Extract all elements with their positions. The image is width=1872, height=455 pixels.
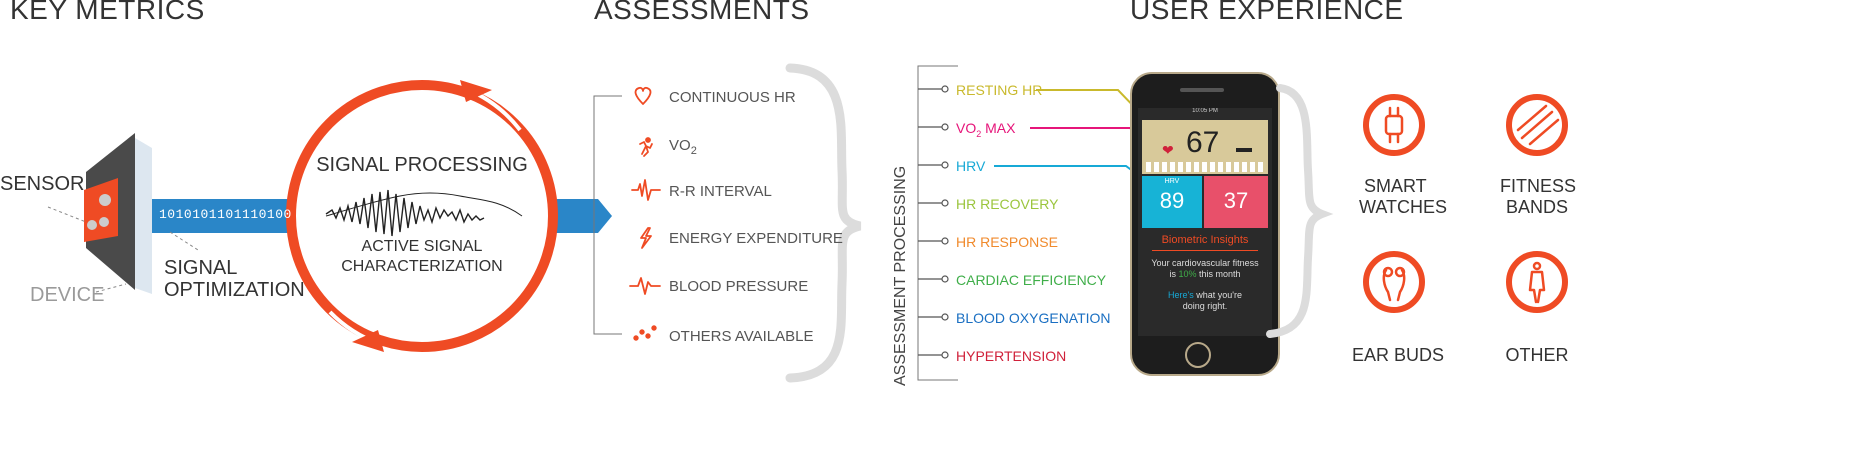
insights-line-3-post: what you're [1193,290,1242,300]
hr-bars [1146,162,1264,172]
assessment-brace [785,63,862,383]
heading-user-experience: USER EXPERIENCE [1130,0,1404,25]
smartwatch-icon [1363,94,1425,156]
device-label: DEVICE [30,284,105,306]
signal-processing-ring [286,80,558,352]
insights-line-3: Here's what you're [1138,290,1272,300]
resting-hr-label: RESTING HR [956,82,1043,98]
heart-icon: ❤ [1162,142,1174,158]
resting-hr-connector [1036,89,1150,125]
assessment-item-blood-pressure: BLOOD PRESSURE [669,278,809,295]
phone-speaker [1180,88,1224,92]
phone-screen: 10:05 PM ❤ 67 HRV 89 37 Biometric Insigh… [1138,108,1272,336]
processing-item-hypertension: HYPERTENSION [956,348,1067,364]
vo2-label: VO [669,137,691,154]
hr-panel: ❤ 67 [1142,120,1268,174]
vo2-max-subscript: 2 [976,128,982,139]
devices-icons [1363,94,1568,313]
hr-dash [1236,148,1252,152]
assessment-item-rr-interval: R-R INTERVAL [669,183,772,200]
runner-icon [639,137,653,157]
device-label-other: OTHER [1505,345,1569,365]
processing-item-hrv: HRV [956,158,986,174]
processing-item-resting-hr: RESTING HR [956,82,1042,98]
earbuds-icon [1363,251,1425,313]
active-signal-label-1: ACTIVE SIGNAL [361,238,483,255]
insights-divider [1152,250,1258,251]
assessments-graphic [593,63,862,383]
processing-item-hr-recovery: HR RECOVERY [956,196,1059,212]
phone-mockup: 10:05 PM ❤ 67 HRV 89 37 Biometric Insigh… [1130,72,1280,376]
lightning-icon [640,227,652,249]
key-metrics-graphic [47,80,612,352]
signal-optimization-label-2: OPTIMIZATION [164,279,305,301]
vo2-max-suffix: MAX [981,120,1016,136]
processing-item-blood-oxygenation: BLOOD OXYGENATION [956,310,1111,326]
devices-brace [1266,84,1334,338]
device-label-smart: SMART [1364,176,1427,196]
pulse-icon [629,277,661,295]
status-bar-time: 10:05 PM [1192,108,1218,114]
insights-line-1: Your cardiovascular fitness [1151,258,1259,268]
vo2-subscript: 2 [690,145,697,157]
insights-line-3-pre: Here's [1168,290,1194,300]
device-label-ear-buds: EAR BUDS [1352,345,1445,365]
assessment-item-continuous-hr: CONTINUOUS HR [669,89,796,106]
signal-processing-title: SIGNAL PROCESSING [316,154,528,176]
processing-item-vo2-max: VO2 MAX [956,120,1015,139]
insights-line-2-pct: 10% [1178,269,1197,279]
sensor-device-icon [84,133,152,294]
assessment-processing-graphic [917,65,1150,381]
hrv-tile: HRV 89 [1142,176,1202,228]
vo2-max-label: VO [956,120,977,136]
insights-line-2-pre: is [1169,269,1179,279]
scatter-icon [633,325,657,341]
assessment-item-others-available: OTHERS AVAILABLE [669,328,814,345]
heading-key-metrics: KEY METRICS [10,0,205,25]
data-stream-arrowhead [598,199,612,233]
heart-icon [634,86,652,105]
insights-line-2: is 10% this month [1138,269,1272,279]
heading-assessments: ASSESSMENTS [594,0,810,25]
waveform-icon [325,189,523,237]
other-device-icon [1506,251,1568,313]
hrv-tile-label: HRV [1164,178,1180,185]
signal-optimization-label-1: SIGNAL [164,257,238,279]
active-signal-label-2: CHARACTERIZATION [341,258,503,275]
insights-line-2-post: this month [1196,269,1241,279]
hr-value: 67 [1186,126,1220,159]
insights-title: Biometric Insights [1161,234,1249,246]
device-label-watches: WATCHES [1359,197,1447,217]
vo2-tile: 37 [1204,176,1268,228]
home-button[interactable] [1185,342,1211,368]
hrv-connector [994,165,1143,179]
sensor-label: SENSOR [0,173,85,195]
assessment-processing-title: ASSESSMENT PROCESSING [892,165,909,386]
assessment-item-energy-expenditure: ENERGY EXPENDITURE [669,230,843,247]
vo2-tile-value: 37 [1223,188,1249,213]
assessment-item-vo2: VO2 [669,137,697,157]
insights-line-4: doing right. [1182,301,1228,311]
hrv-tile-value: 89 [1159,188,1185,213]
processing-item-hr-response: HR RESPONSE [956,234,1058,250]
fitness-band-icon [1506,94,1568,156]
device-label-bands: BANDS [1505,197,1568,217]
binary-stream-text: 1010101101110100 [159,207,292,222]
processing-item-cardiac-efficiency: CARDIAC EFFICIENCY [956,272,1107,288]
rr-wave-icon [631,179,661,201]
device-label-fitness: FITNESS [1500,176,1577,196]
